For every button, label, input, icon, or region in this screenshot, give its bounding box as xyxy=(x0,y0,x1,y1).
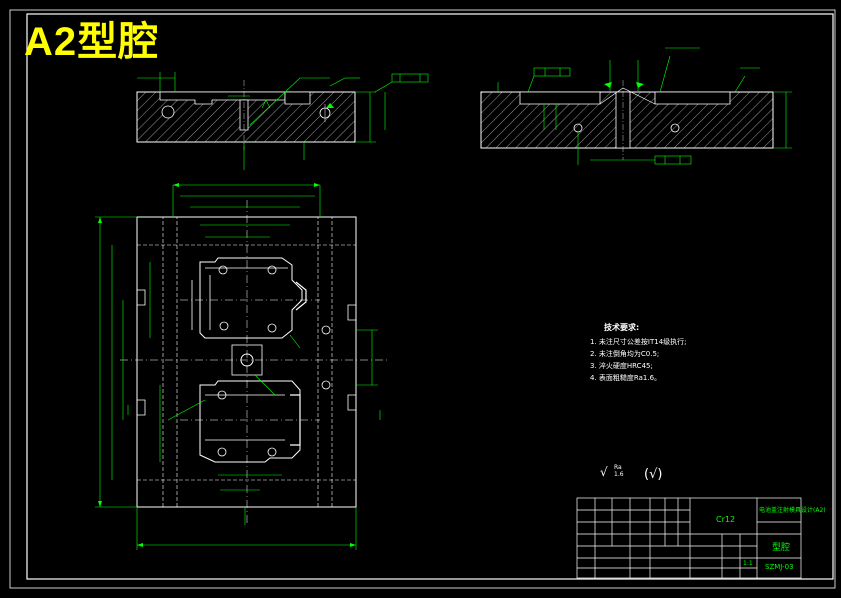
requirement-item: 2. 未注倒角均为C0.5; xyxy=(590,350,660,358)
part-name: 型腔 xyxy=(772,543,791,553)
scale-value: 1:1 xyxy=(743,560,753,567)
project-name: 电池盖注射模具设计(A2) xyxy=(759,507,826,514)
requirement-item: 3. 淬火硬度HRC45; xyxy=(590,362,653,370)
roughness-value: Ra 1.6 xyxy=(614,464,624,478)
drawing-number: SZMJ-03 xyxy=(765,563,794,571)
section-view-right xyxy=(480,47,792,165)
outer-frame xyxy=(9,9,836,589)
sheet-title: A2型腔 xyxy=(24,20,160,64)
section-view-left xyxy=(136,72,429,170)
inner-frame xyxy=(26,13,834,580)
material-value: Cr12 xyxy=(716,515,736,524)
roughness-other: (√) xyxy=(644,467,663,482)
requirement-item: 1. 未注尺寸公差按IT14级执行; xyxy=(590,338,687,346)
requirements-heading: 技术要求: xyxy=(604,323,640,332)
requirement-item: 4. 表面粗糙度Ra1.6。 xyxy=(590,374,662,382)
title-block xyxy=(576,497,802,579)
roughness-check-icon: √ xyxy=(600,465,608,479)
plan-view xyxy=(95,183,390,550)
roughness-symbol: √ Ra 1.6 (√) xyxy=(600,464,662,482)
technical-requirements: 技术要求: 1. 未注尺寸公差按IT14级执行; 2. 未注倒角均为C0.5; … xyxy=(590,322,687,384)
